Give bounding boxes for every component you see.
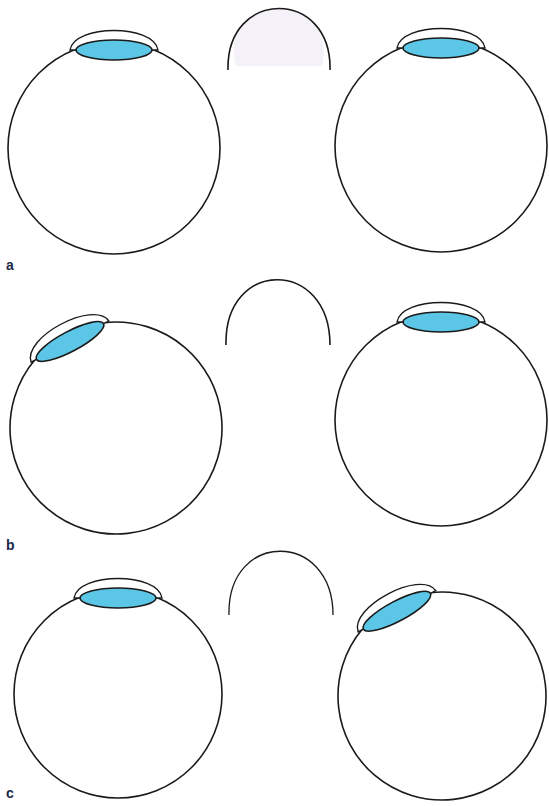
panel-letter: c: [6, 786, 14, 800]
eyeball: [0, 285, 259, 572]
lens: [32, 315, 108, 368]
nose-shading: [234, 8, 324, 66]
eyeball: [335, 314, 547, 526]
eyeball: [301, 555, 549, 806]
eyeball: [14, 590, 222, 798]
lens: [403, 312, 479, 332]
lens: [80, 588, 156, 608]
right-eye: [335, 303, 547, 527]
nose-outline: [229, 551, 333, 615]
panel-letter: b: [6, 538, 15, 552]
left-eye: [0, 274, 259, 571]
eyeball: [8, 42, 220, 254]
left-eye: [8, 31, 220, 255]
left-eye: [14, 579, 222, 799]
lens: [76, 40, 152, 60]
nose-outline: [226, 280, 330, 345]
panel-letter: a: [6, 258, 14, 272]
lens: [403, 38, 479, 58]
right-eye: [296, 545, 549, 806]
lens: [359, 585, 435, 638]
nose-outline: [228, 9, 330, 71]
eyeball: [335, 40, 547, 252]
right-eye: [335, 29, 547, 253]
